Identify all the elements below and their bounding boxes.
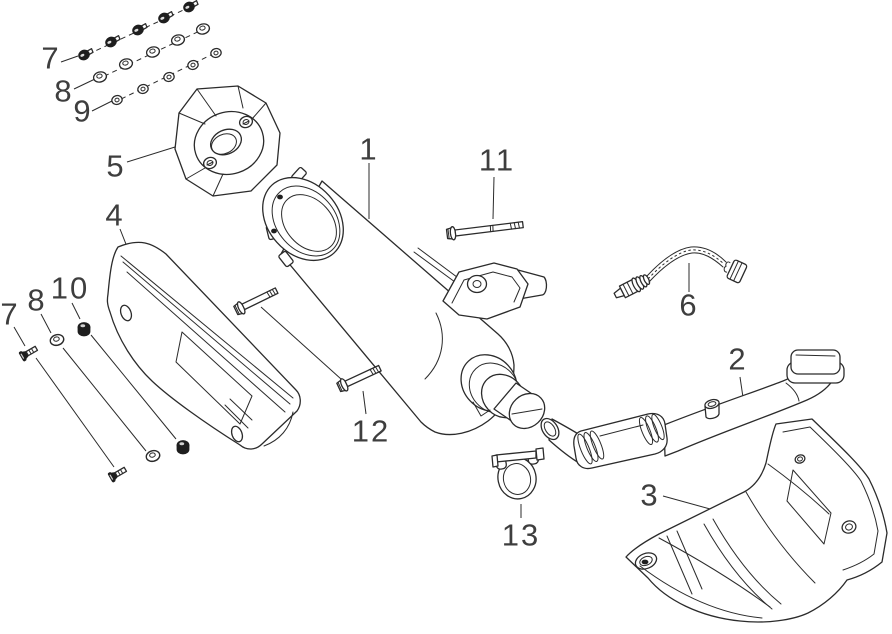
pipe-flange bbox=[786, 349, 845, 384]
callout-screw-7-left: 7 bbox=[0, 296, 20, 332]
callout-screw-7-top: 7 bbox=[41, 40, 61, 76]
leader-11 bbox=[492, 176, 495, 220]
screw-set-7 bbox=[76, 0, 201, 63]
bolt-12-b bbox=[335, 361, 384, 395]
exhaust-pipe-2 bbox=[540, 349, 845, 470]
leader-8-top bbox=[73, 78, 96, 90]
exhaust-collar-gasket-5 bbox=[174, 85, 281, 197]
connector-12 bbox=[260, 306, 342, 380]
callout-muffler-1: 1 bbox=[359, 131, 379, 167]
callout-oxygen-sensor-6: 6 bbox=[679, 287, 699, 323]
callout-collar-5: 5 bbox=[106, 148, 126, 184]
sensor-bung bbox=[704, 398, 720, 420]
callout-nut-10: 10 bbox=[50, 270, 90, 306]
callout-washer-8-top: 8 bbox=[54, 73, 74, 109]
leader-12 bbox=[362, 390, 367, 415]
callout-washer-8-left: 8 bbox=[27, 282, 47, 318]
leader-7-left bbox=[13, 326, 115, 468]
pipe-inlet-opening bbox=[540, 417, 560, 441]
row-line-flat-washers bbox=[112, 50, 220, 104]
leader-7-top bbox=[60, 55, 79, 63]
leader-lines bbox=[13, 5, 751, 521]
screw-7-left-set bbox=[18, 343, 129, 483]
heat-shield-3 bbox=[625, 418, 888, 623]
cup-washer-set-8 bbox=[91, 21, 212, 85]
leader-8-left bbox=[40, 313, 147, 452]
bolt-12-a bbox=[232, 284, 281, 318]
oxygen-sensor-6 bbox=[613, 246, 748, 299]
muffler-assembly-1 bbox=[262, 166, 548, 436]
row-line-cup-washers bbox=[95, 27, 207, 81]
leader-9 bbox=[91, 100, 113, 112]
sensor-connector bbox=[723, 259, 748, 284]
bolt-11 bbox=[445, 217, 525, 242]
callout-bolt-12: 12 bbox=[351, 413, 391, 449]
leader-10 bbox=[71, 302, 177, 440]
callout-exhaust-pipe-2: 2 bbox=[728, 341, 748, 377]
muffler-cover-panel-4 bbox=[106, 241, 301, 450]
sensor-cable bbox=[646, 246, 727, 277]
callout-bolt-11: 11 bbox=[478, 142, 516, 178]
callout-clamp-13: 13 bbox=[501, 517, 541, 553]
muffler-inlet-flange bbox=[262, 166, 344, 268]
exhaust-clamp-13 bbox=[491, 447, 545, 500]
callout-heat-shield-3: 3 bbox=[640, 477, 660, 513]
callout-washer-9: 9 bbox=[73, 93, 93, 129]
callout-cover-4: 4 bbox=[105, 197, 125, 233]
muffler-mount-bracket bbox=[442, 262, 548, 320]
